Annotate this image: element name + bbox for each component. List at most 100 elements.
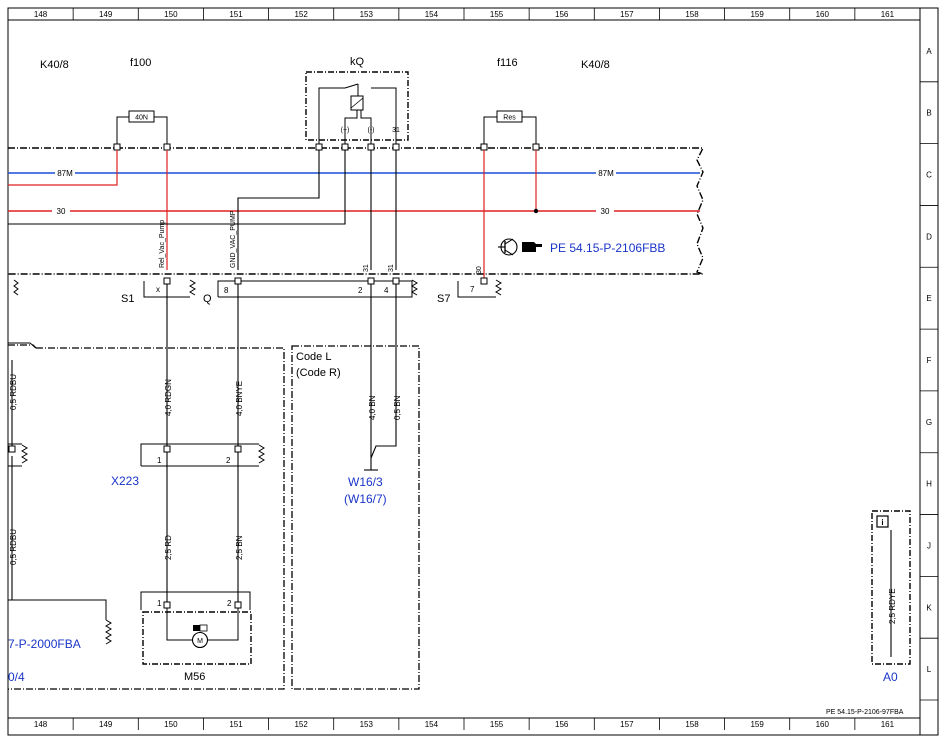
- wire-label-05bn: 0,5 BN: [393, 395, 402, 420]
- column-number-bottom: 149: [99, 720, 113, 729]
- relay-pin-minus: (-): [368, 127, 375, 134]
- connector-label-s7: S7: [437, 293, 450, 305]
- row-letter: C: [926, 171, 932, 180]
- reference-link-left[interactable]: 7-P-2000FBA: [8, 637, 81, 651]
- connector-q: 8 2 4 Q: [203, 277, 418, 305]
- row-letter: J: [927, 541, 931, 550]
- column-number-top: 161: [881, 10, 895, 19]
- relay-pin-plus: (+): [341, 127, 350, 134]
- column-number-bottom: 156: [555, 720, 569, 729]
- reference-link-a0[interactable]: A0: [883, 670, 898, 684]
- wire-label-rdgn: 4,0 RDGN: [164, 379, 173, 416]
- reference-link-pe[interactable]: PE 54.15-P-2106FBB: [550, 241, 665, 255]
- row-letter: H: [926, 480, 932, 489]
- ground-point-w16-alt[interactable]: (W16/7): [344, 492, 387, 506]
- connector-x223: 1 2 X223: [111, 443, 265, 488]
- component-label-kq: kQ: [350, 56, 365, 68]
- signal-31-b: 31: [388, 264, 395, 272]
- signal-gnd-vac-pump: GND_VAC_PUMP: [230, 210, 237, 268]
- footer-document-ref: PE 54.15-P-2106-97FBA: [826, 709, 904, 716]
- wire-label-left-mid: 0,5 RDBU: [9, 529, 18, 565]
- wire-label-rd: 2,5 RD: [164, 535, 173, 560]
- code-box-line1: Code L: [296, 351, 331, 363]
- module-boundary-sam: [8, 147, 705, 275]
- connector-s7: 7 S7: [437, 277, 502, 305]
- wire-label-bn: 2,5 BN: [235, 535, 244, 560]
- connector-s7-pin: 7: [470, 285, 475, 294]
- fuse-f100: 40N: [116, 110, 168, 146]
- column-number-bottom: 152: [294, 720, 308, 729]
- column-number-bottom: 157: [620, 720, 634, 729]
- component-label-f116: f116: [497, 57, 518, 69]
- column-number-top: 156: [555, 10, 569, 19]
- column-number-top: 160: [816, 10, 830, 19]
- frame-border: [7, 7, 939, 736]
- signal-31-a: 31: [363, 264, 370, 272]
- code-box-line2: (Code R): [296, 367, 341, 379]
- column-number-top: 151: [229, 10, 243, 19]
- bus-label-30-right: 30: [601, 207, 610, 216]
- reference-link-left-2[interactable]: 0/4: [8, 670, 25, 684]
- connector-q-pin8: 8: [224, 286, 229, 295]
- row-letter: A: [926, 47, 932, 56]
- signal-30: 30: [476, 266, 483, 274]
- column-number-bottom: 154: [425, 720, 439, 729]
- motor-m56-pin2: 2: [227, 599, 232, 608]
- connector-s1: x S1: [121, 277, 196, 305]
- connector-label-s1: S1: [121, 293, 134, 305]
- code-box: [291, 345, 420, 690]
- top-connector-pins: [113, 143, 540, 151]
- column-number-top: 154: [425, 10, 439, 19]
- fuse-rating-40n: 40N: [135, 115, 148, 122]
- row-letter: G: [926, 418, 932, 427]
- connector-q-pin2: 2: [358, 286, 363, 295]
- wire-label-bnye: 4,0 BNYE: [235, 381, 244, 416]
- connector-q-pin4: 4: [384, 286, 389, 295]
- column-number-bottom: 160: [816, 720, 830, 729]
- column-number-bottom: 161: [881, 720, 895, 729]
- column-number-top: 159: [750, 10, 764, 19]
- column-number-top: 153: [360, 10, 374, 19]
- info-icon-glyph: i: [881, 518, 883, 527]
- column-number-bottom: 148: [34, 720, 48, 729]
- column-number-bottom: 158: [685, 720, 699, 729]
- connector-x223-pin1: 1: [157, 456, 162, 465]
- wire-label-40bn: 4,0 BN: [368, 395, 377, 420]
- column-number-top: 148: [34, 10, 48, 19]
- junction-dot: [533, 208, 539, 214]
- connector-label-x223[interactable]: X223: [111, 474, 139, 488]
- black-wires-upper: [8, 150, 397, 270]
- column-number-top: 157: [620, 10, 634, 19]
- connector-label-q: Q: [203, 293, 212, 305]
- motor-m56: 1 2 M M56: [140, 591, 252, 683]
- column-number-top: 149: [99, 10, 113, 19]
- row-letter: B: [926, 109, 931, 118]
- signal-rel-vac-pump: Rel_Vac_Pump: [159, 220, 166, 268]
- relay-pin-31: 31: [392, 127, 400, 134]
- column-ruler: 1481481491491501501511511521521531531541…: [34, 8, 895, 730]
- row-letter: E: [926, 294, 931, 303]
- pointing-hand-icon: [522, 242, 542, 252]
- bus-label-87m-left: 87M: [57, 169, 73, 178]
- row-letter: L: [927, 665, 932, 674]
- edge-break: [13, 279, 19, 296]
- relay-kq: (+) (-) 31: [305, 71, 409, 146]
- info-icon[interactable]: [876, 515, 889, 528]
- connector-s1-pin: x: [156, 285, 160, 294]
- component-label-k40-right: K40/8: [581, 59, 610, 71]
- column-number-bottom: 159: [750, 720, 764, 729]
- column-number-bottom: 155: [490, 720, 504, 729]
- motor-label-m56: M56: [184, 671, 205, 683]
- wire-label-left-top: 0,5 RDBU: [9, 374, 18, 410]
- red-wires: [8, 150, 537, 280]
- row-letter: D: [926, 232, 932, 241]
- black-wires-lower: [11, 284, 397, 603]
- motor-symbol: M: [197, 638, 203, 645]
- transistor-icon: [498, 238, 518, 256]
- bus-label-30-left: 30: [57, 207, 66, 216]
- column-number-bottom: 150: [164, 720, 178, 729]
- row-letter: K: [926, 603, 932, 612]
- ground-point-w16[interactable]: W16/3: [348, 475, 383, 489]
- connector-x223-pin2: 2: [226, 456, 231, 465]
